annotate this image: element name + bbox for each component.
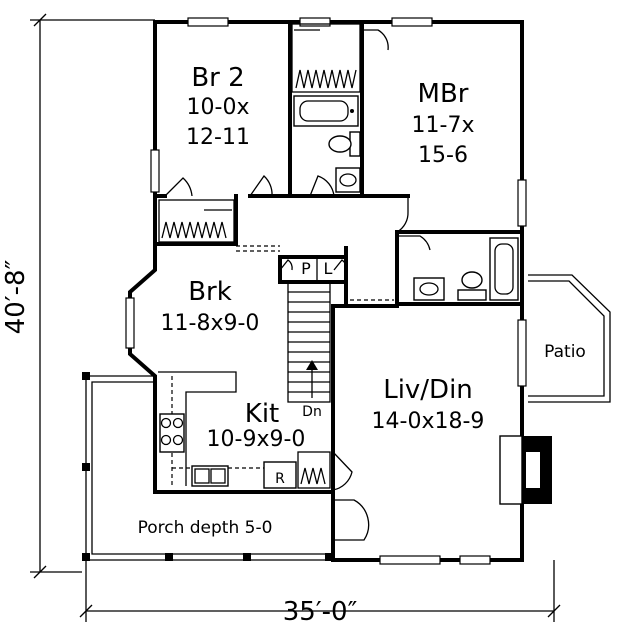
windows <box>125 17 527 565</box>
br2-dim2: 12-11 <box>186 125 250 150</box>
closets <box>158 23 361 489</box>
patio <box>528 274 611 403</box>
pantry-label: P <box>301 259 311 278</box>
kit-dim: 10-9x9-0 <box>207 427 306 452</box>
mbr-dim2: 15-6 <box>418 143 468 168</box>
br2-name: Br 2 <box>191 63 244 93</box>
br2-dim1: 10-0x <box>187 95 250 120</box>
kit-name: Kit <box>245 399 279 429</box>
porch <box>82 372 333 561</box>
depth-dimension-line <box>30 13 155 579</box>
doors <box>164 29 431 541</box>
stair-down-label: Dn <box>302 404 322 420</box>
width-dimension-line <box>79 560 561 622</box>
overall-width-label: 35′-0″ <box>283 597 358 627</box>
kitchen-counters <box>158 371 297 489</box>
master-bath <box>413 237 519 301</box>
fireplace <box>499 435 552 505</box>
livdin-name: Liv/Din <box>383 375 473 405</box>
overall-depth-label: 40′-8″ <box>1 259 31 334</box>
brk-dim: 11-8x9-0 <box>161 311 260 336</box>
mbr-dim1: 11-7x <box>412 113 475 138</box>
hall-bath <box>293 95 361 193</box>
mbr-name: MBr <box>418 79 469 109</box>
stairs <box>287 281 331 403</box>
porch-label: Porch depth 5-0 <box>138 518 273 538</box>
livdin-dim: 14-0x18-9 <box>372 409 485 434</box>
patio-label: Patio <box>544 342 586 362</box>
wall-openings <box>236 245 394 307</box>
refrigerator-label: R <box>275 471 285 487</box>
brk-name: Brk <box>188 277 232 307</box>
linen-label: L <box>324 259 333 278</box>
